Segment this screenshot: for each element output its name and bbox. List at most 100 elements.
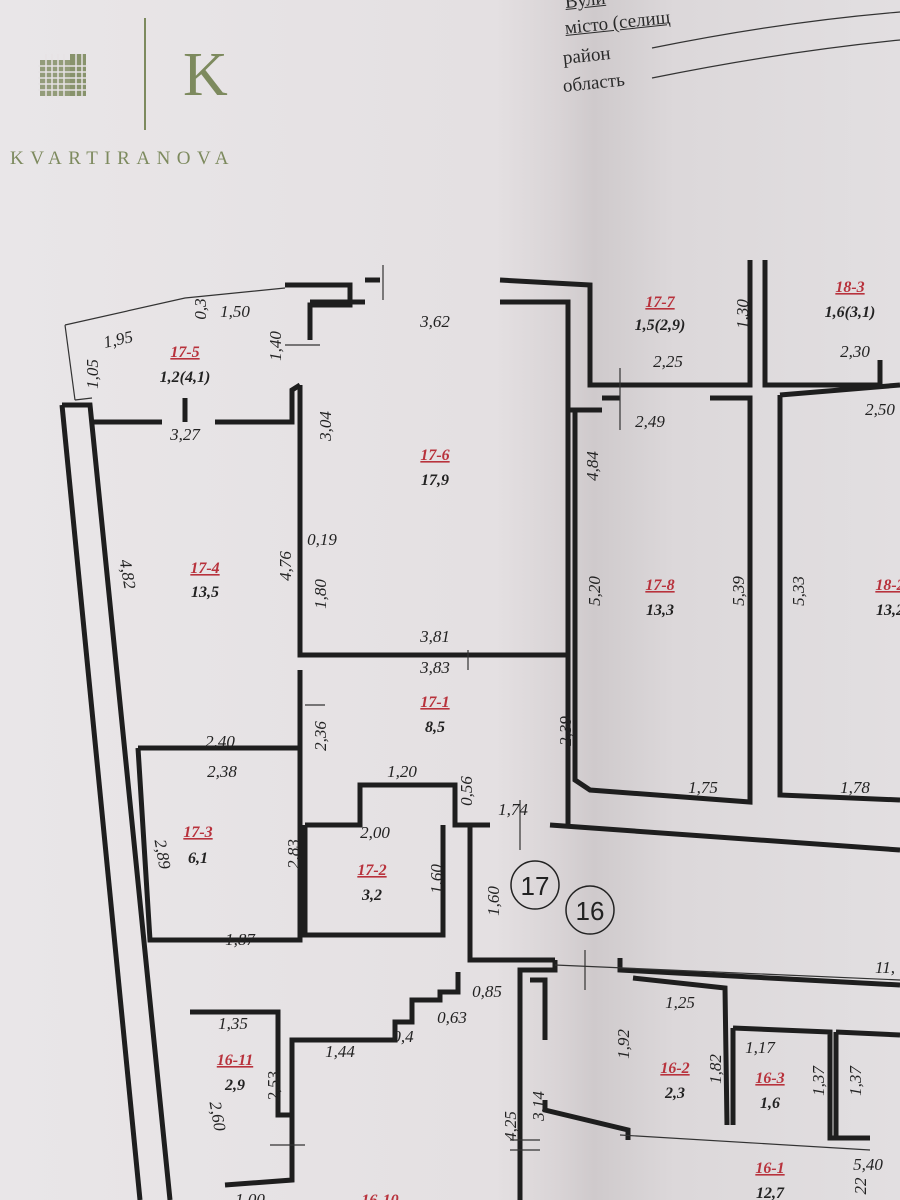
room-area: 3,2 — [361, 887, 382, 904]
kvartiranova-logo: K KVARTIRANOVA — [0, 0, 300, 180]
room-id: 16-1 — [755, 1160, 784, 1177]
dimension-label: 2,50 — [865, 400, 895, 419]
dimension-label: 1,60 — [427, 864, 446, 894]
room-id: 18-2 — [875, 577, 900, 594]
dimension-label: 1,37 — [846, 1065, 865, 1096]
dimension-label: 5,33 — [789, 576, 808, 606]
dimension-label: 11, — [875, 958, 895, 977]
dimension-label: 4,82 — [116, 558, 140, 591]
dimension-label: 5,20 — [585, 576, 604, 606]
dimension-label: 2,39 — [556, 716, 575, 746]
room-id: 17-4 — [190, 560, 219, 577]
room-id: 17-5 — [170, 344, 199, 361]
dimension-label: 2,25 — [653, 352, 683, 371]
dimension-label: 4,25 — [501, 1111, 520, 1141]
dimension-label: 1,78 — [840, 778, 870, 797]
room-area: 2,9 — [224, 1077, 245, 1094]
dimension-label: 1,75 — [688, 778, 718, 797]
room-id: 17-3 — [183, 824, 212, 841]
dimension-label: 1,00 — [235, 1190, 265, 1200]
dimension-label: 22 — [851, 1177, 870, 1195]
dimension-label: 5,40 — [853, 1155, 883, 1174]
form-lines — [651, 11, 900, 79]
room-id: 17-6 — [420, 447, 449, 464]
room-area: 13,2 — [876, 602, 900, 619]
dimension-label: 3,04 — [316, 411, 335, 442]
dimension-label: 4,84 — [583, 451, 602, 481]
dimension-label: 2,30 — [840, 342, 870, 361]
building-icon — [38, 54, 88, 98]
dimension-label: 2,49 — [635, 412, 665, 431]
dimension-label: 1,80 — [311, 579, 330, 609]
unit-marker-17 — [510, 860, 560, 910]
room-area: 6,1 — [188, 850, 208, 867]
dimension-label: 4,76 — [276, 551, 295, 581]
logo-brand: KVARTIRANOVA — [10, 148, 236, 169]
dimension-label: 2,36 — [311, 721, 330, 751]
dimension-label: 1,25 — [665, 993, 695, 1012]
address-form: Вули місто (селищ район область — [560, 0, 900, 110]
room-id: 16-3 — [755, 1070, 784, 1087]
dimension-label: 0,85 — [472, 982, 502, 1001]
dimension-label: 2,40 — [205, 732, 235, 751]
walls — [59, 260, 900, 1200]
dimension-label: 5,39 — [729, 576, 748, 606]
room-id: 18-3 — [835, 279, 864, 296]
room-id: 17-2 — [357, 862, 386, 879]
room-id: 17-1 — [420, 694, 449, 711]
dimension-label: 3,62 — [419, 312, 450, 331]
room-area: 1,5(2,9) — [635, 317, 686, 334]
dimension-labels: 1,95 1,50 0,3 1,05 1,40 3,62 1,30 2,25 2,30 2,49 2… — [83, 298, 895, 1200]
dimension-label: 3,83 — [419, 658, 450, 677]
room-area: 1,2(4,1) — [160, 369, 211, 386]
room-area: 1,6 — [760, 1095, 780, 1112]
room-area: 13,5 — [191, 584, 219, 601]
unit-marker-16-label: 16 — [576, 896, 605, 926]
dimension-label: 1,95 — [102, 327, 135, 352]
unit-marker-17-label: 17 — [521, 871, 550, 901]
dimension-label: 0,19 — [307, 530, 337, 549]
dimension-label: 1,05 — [83, 359, 102, 389]
dimension-label: 2,83 — [284, 839, 303, 869]
dimension-label: 1,50 — [220, 302, 250, 321]
room-id: 16-2 — [660, 1060, 689, 1077]
dimension-label: 0,56 — [457, 776, 476, 806]
dimension-label: 2,00 — [360, 823, 390, 842]
room-id: 16-10 — [361, 1192, 398, 1200]
unit-markers: 17 16 — [510, 860, 615, 935]
dimension-label: 1,35 — [218, 1014, 248, 1033]
dimension-label: 1,44 — [325, 1042, 355, 1061]
room-area: 13,3 — [646, 602, 674, 619]
room-id: 17-7 — [645, 294, 675, 311]
dimension-label: 1,74 — [498, 800, 528, 819]
dimension-label: 1,37 — [809, 1065, 828, 1096]
dimension-label: 1,92 — [614, 1029, 633, 1059]
dimension-label: 2,60 — [206, 1100, 230, 1133]
room-labels: 17-5 1,2(4,1) 17-6 17,9 17-7 1,5(2,9) 18-3 1… — [160, 279, 900, 1200]
dimension-label: 3,81 — [419, 627, 450, 646]
logo-divider — [144, 18, 146, 130]
room-area: 17,9 — [421, 472, 449, 489]
dimension-label: 2,53 — [264, 1071, 283, 1101]
dimension-label: 0,3 — [191, 298, 210, 319]
room-id: 17-8 — [645, 577, 674, 594]
dimension-label: 2,89 — [151, 838, 175, 871]
dimension-label: 1,17 — [745, 1038, 776, 1057]
dimension-label: 0,63 — [437, 1008, 467, 1027]
logo-letter: K — [183, 41, 228, 109]
room-area: 8,5 — [425, 719, 445, 736]
room-area: 12,7 — [756, 1185, 785, 1200]
dimension-label: 1,87 — [225, 930, 256, 949]
dimension-label: 1,20 — [387, 762, 417, 781]
room-id: 16-11 — [217, 1052, 253, 1069]
dimension-label: 3,27 — [169, 425, 201, 444]
unit-marker-16 — [565, 885, 615, 935]
room-area: 2,3 — [664, 1085, 685, 1102]
dimension-label: 1,82 — [706, 1054, 725, 1084]
dimension-label: 1,60 — [484, 886, 503, 916]
dimension-label: 1,40 — [266, 331, 285, 361]
dimension-label: 1,30 — [733, 299, 752, 329]
dimension-label: 3,14 — [529, 1091, 548, 1122]
room-area: 1,6(3,1) — [825, 304, 876, 321]
